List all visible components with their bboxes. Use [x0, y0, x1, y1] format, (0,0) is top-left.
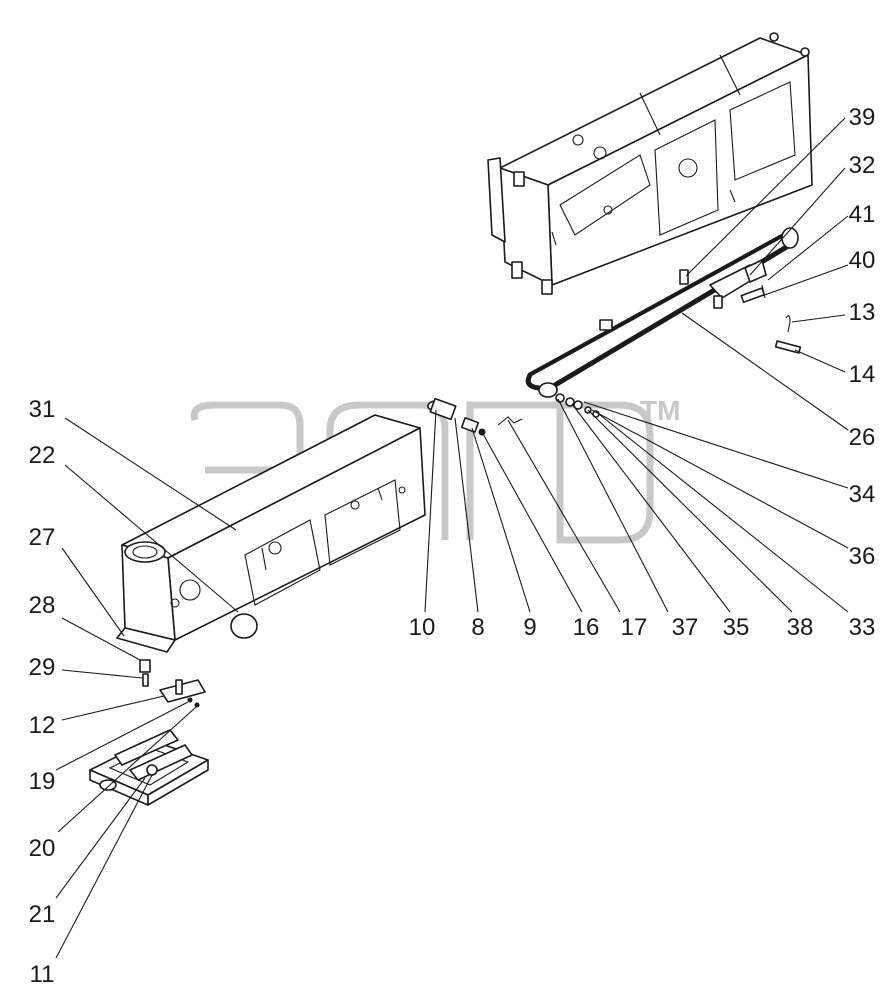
- watermark-trademark: TM: [640, 395, 680, 426]
- callout-14: 14: [849, 361, 876, 388]
- callout-10: 10: [409, 614, 436, 641]
- base-plate-assembly: [89, 679, 209, 806]
- callout-40: 40: [849, 247, 876, 274]
- belt-drive: [525, 227, 799, 398]
- callout-21: 21: [29, 901, 56, 928]
- callout-16: 16: [573, 614, 600, 641]
- callout-35: 35: [723, 614, 750, 641]
- callout-33: 33: [849, 614, 876, 641]
- callout-39: 39: [849, 104, 876, 131]
- callout-31: 31: [29, 396, 56, 423]
- callout-32: 32: [849, 152, 876, 179]
- callout-19: 19: [29, 768, 56, 795]
- callout-9: 9: [523, 614, 536, 641]
- callout-11: 11: [30, 961, 55, 988]
- callout-37: 37: [672, 614, 699, 641]
- callout-41: 41: [849, 201, 876, 228]
- callout-34: 34: [849, 481, 876, 508]
- callout-27: 27: [29, 524, 56, 551]
- upper-boom-section: [487, 32, 813, 295]
- callout-17: 17: [621, 614, 648, 641]
- leader-lines: [55, 117, 849, 959]
- callout-29: 29: [29, 654, 56, 681]
- watermark-logo: TM: [190, 395, 680, 544]
- callout-26: 26: [849, 424, 876, 451]
- callout-22: 22: [29, 442, 56, 469]
- callout-12: 12: [29, 712, 56, 739]
- callout-13: 13: [849, 299, 876, 326]
- tensioner-bracket: [709, 259, 802, 354]
- callout-28: 28: [29, 592, 56, 619]
- callout-36: 36: [849, 543, 876, 570]
- lower-boom-section: [116, 414, 426, 687]
- callout-8: 8: [471, 614, 484, 641]
- callout-38: 38: [787, 614, 814, 641]
- callout-labels: 39 32 41 40 13 14 26 34 36 33 38 35 37 17 16 9 8 10 31 22 27…: [29, 104, 876, 988]
- callout-20: 20: [29, 835, 56, 862]
